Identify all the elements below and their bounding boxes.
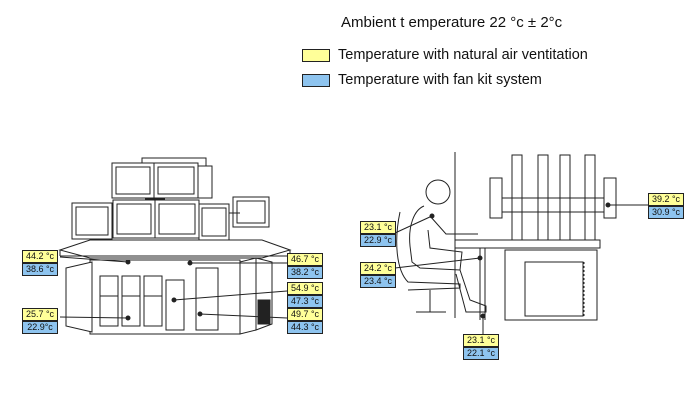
left-console-drawing <box>58 157 292 335</box>
temp-natural-left-bottom-right: 49.7 °c <box>287 308 323 321</box>
right-console-drawing <box>394 152 648 334</box>
temp-natural-left-bottom-left: 25.7 °c <box>22 308 58 321</box>
temp-natural-right-bottom: 23.1 °c <box>463 334 499 347</box>
temp-fan-right-upper-left: 22.9 °c <box>360 234 396 247</box>
temp-natural-right-mid-left: 24.2 °c <box>360 262 396 275</box>
temp-fan-left-mid-right: 47.3 °c <box>287 295 323 308</box>
temp-fan-left-bottom-right: 44.3 °c <box>287 321 323 334</box>
temp-fan-right-bottom: 22.1 °c <box>463 347 499 360</box>
temp-natural-right-upper-left: 23.1 °c <box>360 221 396 234</box>
temp-natural-left-top-left: 44.2 °c <box>22 250 58 263</box>
temp-fan-left-top-left: 38.6 °c <box>22 263 58 276</box>
temp-fan-right-mid-left: 23.4 °c <box>360 275 396 288</box>
temp-fan-left-top-right: 38.2 °c <box>287 266 323 279</box>
temp-natural-left-top-right: 46.7 °c <box>287 253 323 266</box>
temp-fan-right-monitor: 30.9 °c <box>648 206 684 219</box>
ambient-temperature-caption: Ambient t emperature 22 °c ± 2°c <box>341 14 563 31</box>
legend-fan-kit: Temperature with fan kit system <box>302 72 542 88</box>
legend-swatch-fan <box>302 73 330 87</box>
legend-label-fan: Temperature with fan kit system <box>338 72 542 88</box>
temp-natural-right-monitor: 39.2 °c <box>648 193 684 206</box>
temp-natural-left-mid-right: 54.9 °c <box>287 282 323 295</box>
legend-swatch-natural <box>302 48 330 62</box>
legend-natural-air: Temperature with natural air ventitation <box>302 47 588 63</box>
temp-fan-left-bottom-left: 22.9°c <box>22 321 58 334</box>
legend-label-natural: Temperature with natural air ventitation <box>338 47 588 63</box>
